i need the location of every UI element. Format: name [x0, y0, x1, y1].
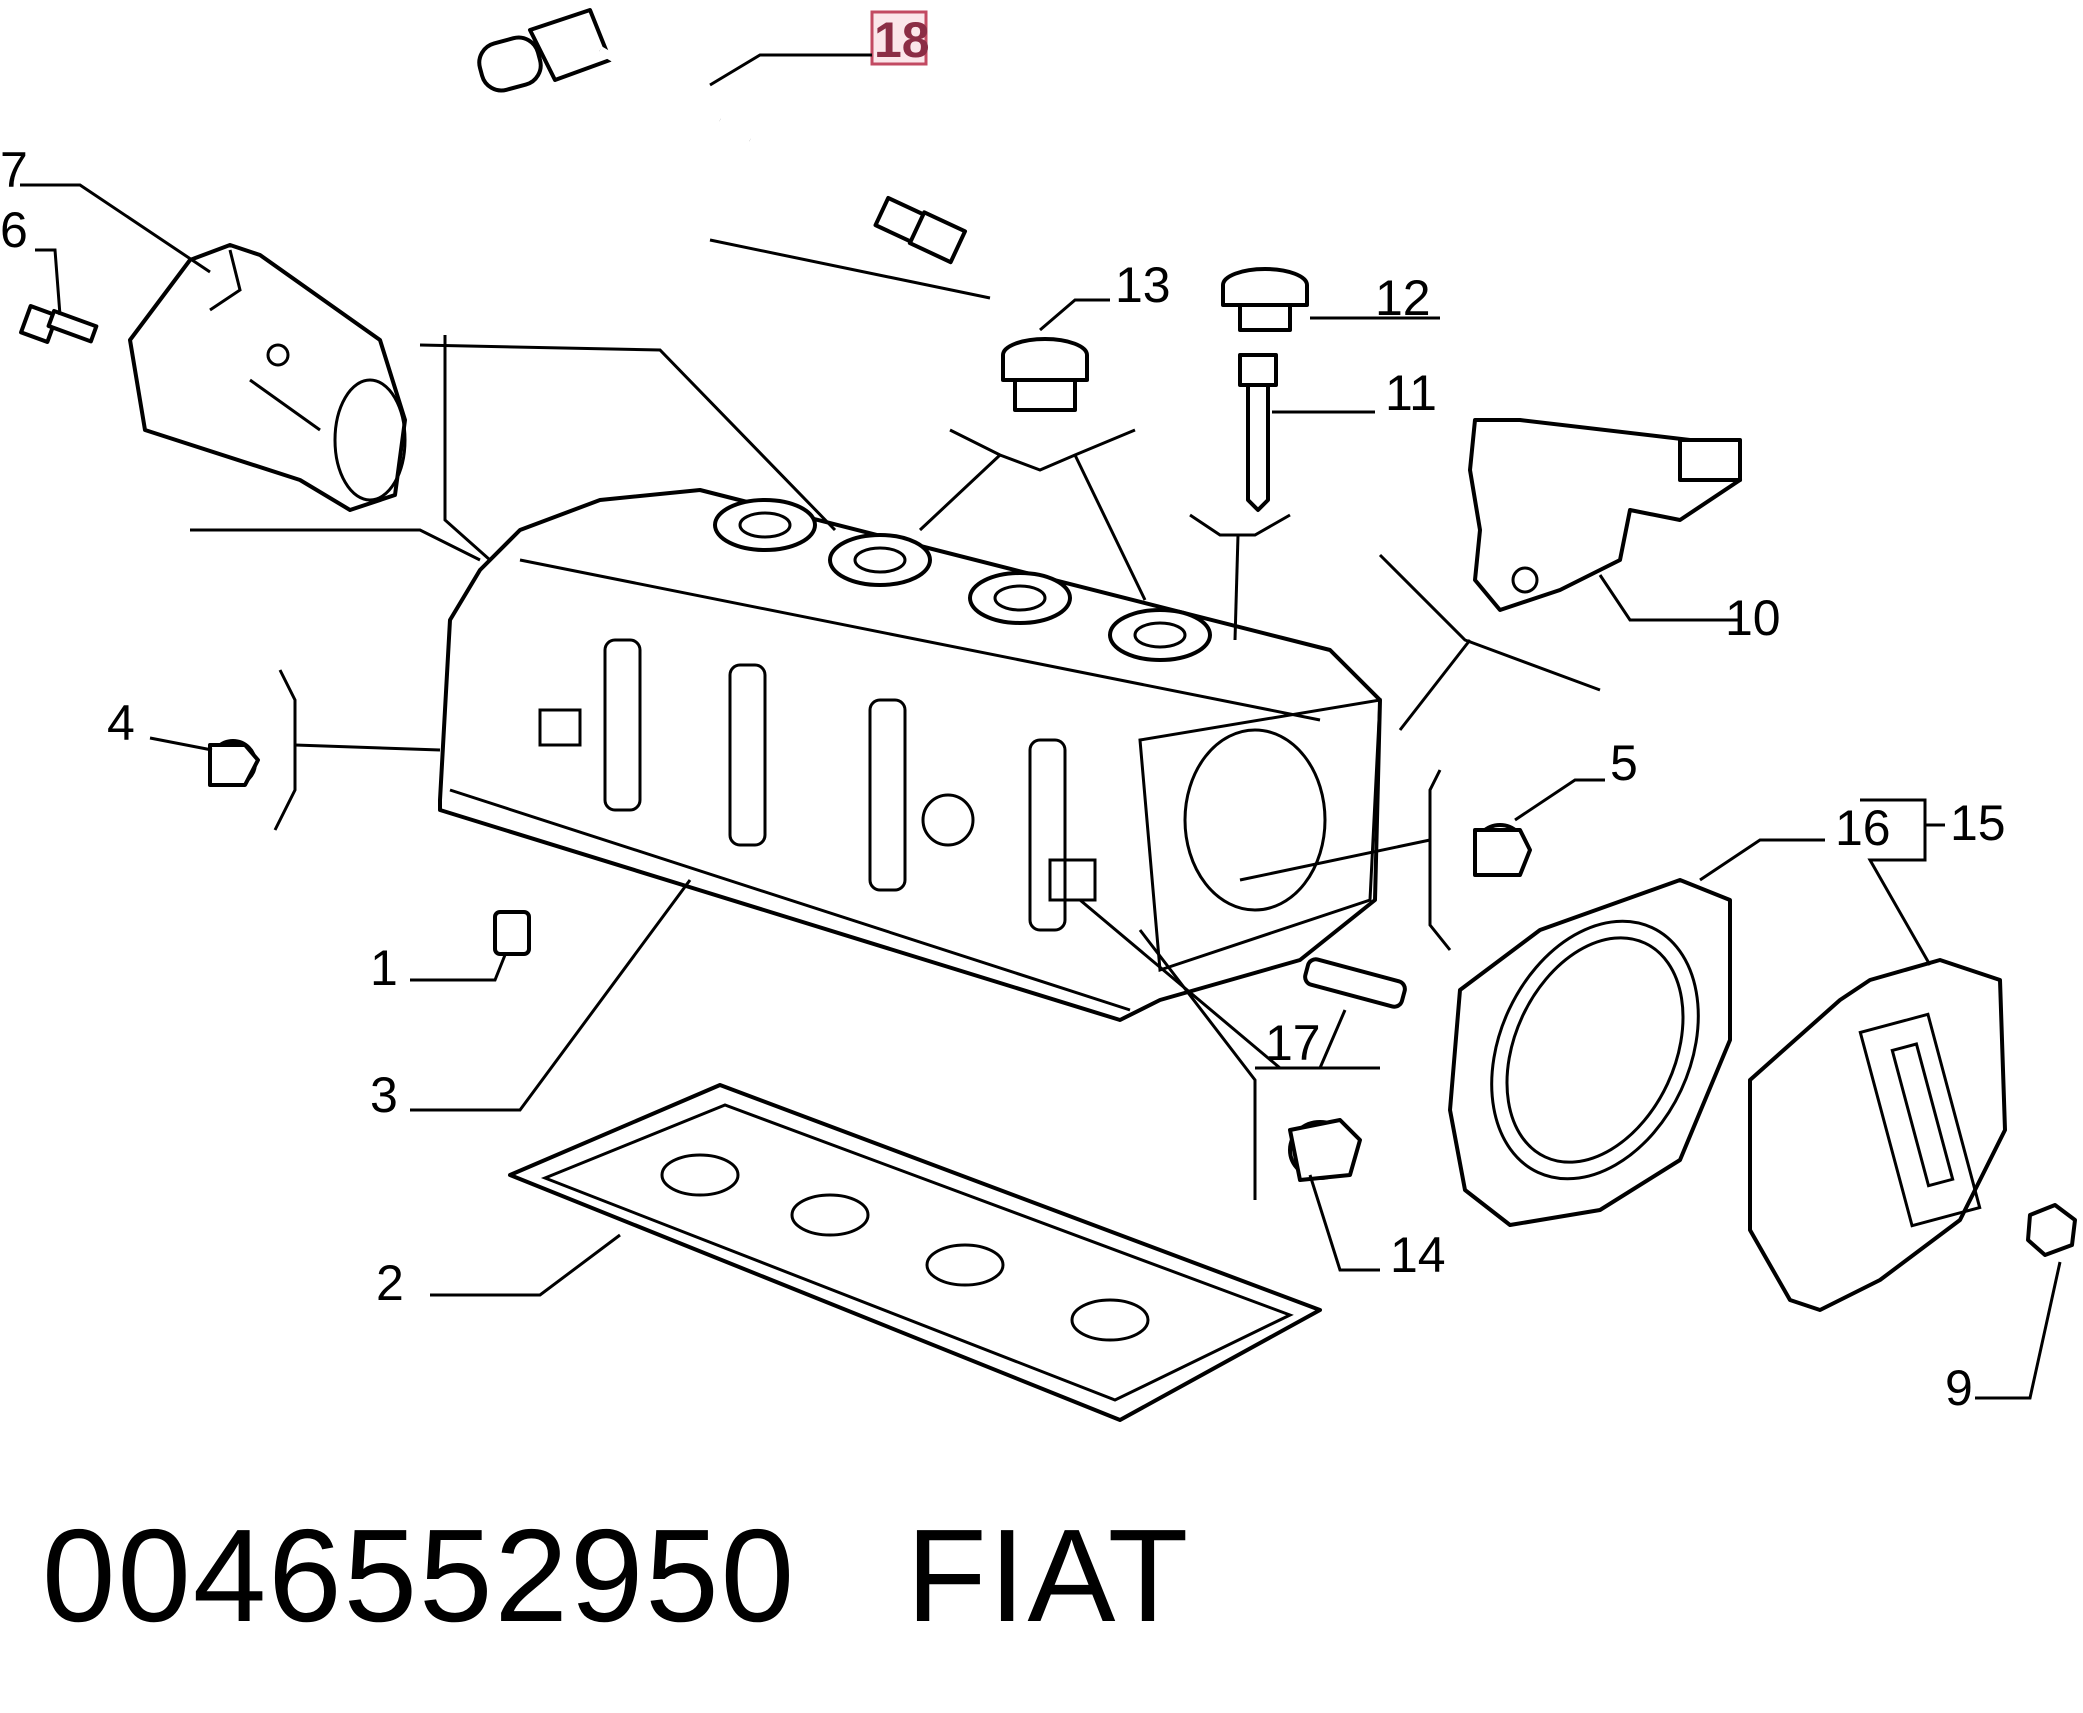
callout-11: 11 [1385, 365, 1437, 421]
part-1-dowel [493, 910, 531, 956]
part-10-bracket [1468, 418, 1742, 612]
part-9-nut [2026, 1203, 2077, 1257]
part-13-plug [1001, 337, 1089, 412]
part-4-plug [208, 739, 260, 787]
part-3-cylinder-head-cover [438, 488, 1382, 1022]
part-17-stud [1303, 957, 1407, 1009]
part-15-cover [1748, 958, 2007, 1312]
callout-18: 18 [874, 12, 930, 68]
part-14-plug [1288, 1118, 1362, 1182]
callout-10: 10 [1725, 590, 1781, 646]
part-11-screw [1238, 353, 1278, 512]
callout-6: 6 [0, 202, 28, 258]
callout-15: 15 [1950, 795, 2006, 851]
callout-3: 3 [370, 1067, 398, 1123]
callout-9: 9 [1945, 1360, 1973, 1416]
callout-14: 14 [1390, 1227, 1446, 1283]
callout-18-highlight [870, 10, 928, 66]
callout-12: 12 [1375, 270, 1431, 326]
brand-name: FIAT [906, 1502, 1191, 1649]
callout-1: 1 [370, 940, 398, 996]
part-caption: 0046552950 FIAT [42, 1500, 1190, 1651]
part-12-cap [1221, 267, 1309, 332]
part-7-bracket [128, 243, 407, 512]
callout-4: 4 [107, 695, 135, 751]
part-number: 0046552950 [42, 1502, 797, 1649]
callout-17: 17 [1265, 1015, 1321, 1071]
callout-7: 7 [0, 142, 28, 198]
part-5-plug [1473, 823, 1532, 877]
callout-16: 16 [1835, 800, 1891, 856]
part-6-bolt [19, 304, 99, 344]
part-2-gasket [508, 1083, 1322, 1422]
part-16-gasket [1448, 878, 1732, 1227]
callout-2: 2 [376, 1255, 404, 1311]
part-18-sensor-cable [477, 8, 968, 265]
callout-13: 13 [1115, 257, 1171, 313]
callout-5: 5 [1610, 735, 1638, 791]
